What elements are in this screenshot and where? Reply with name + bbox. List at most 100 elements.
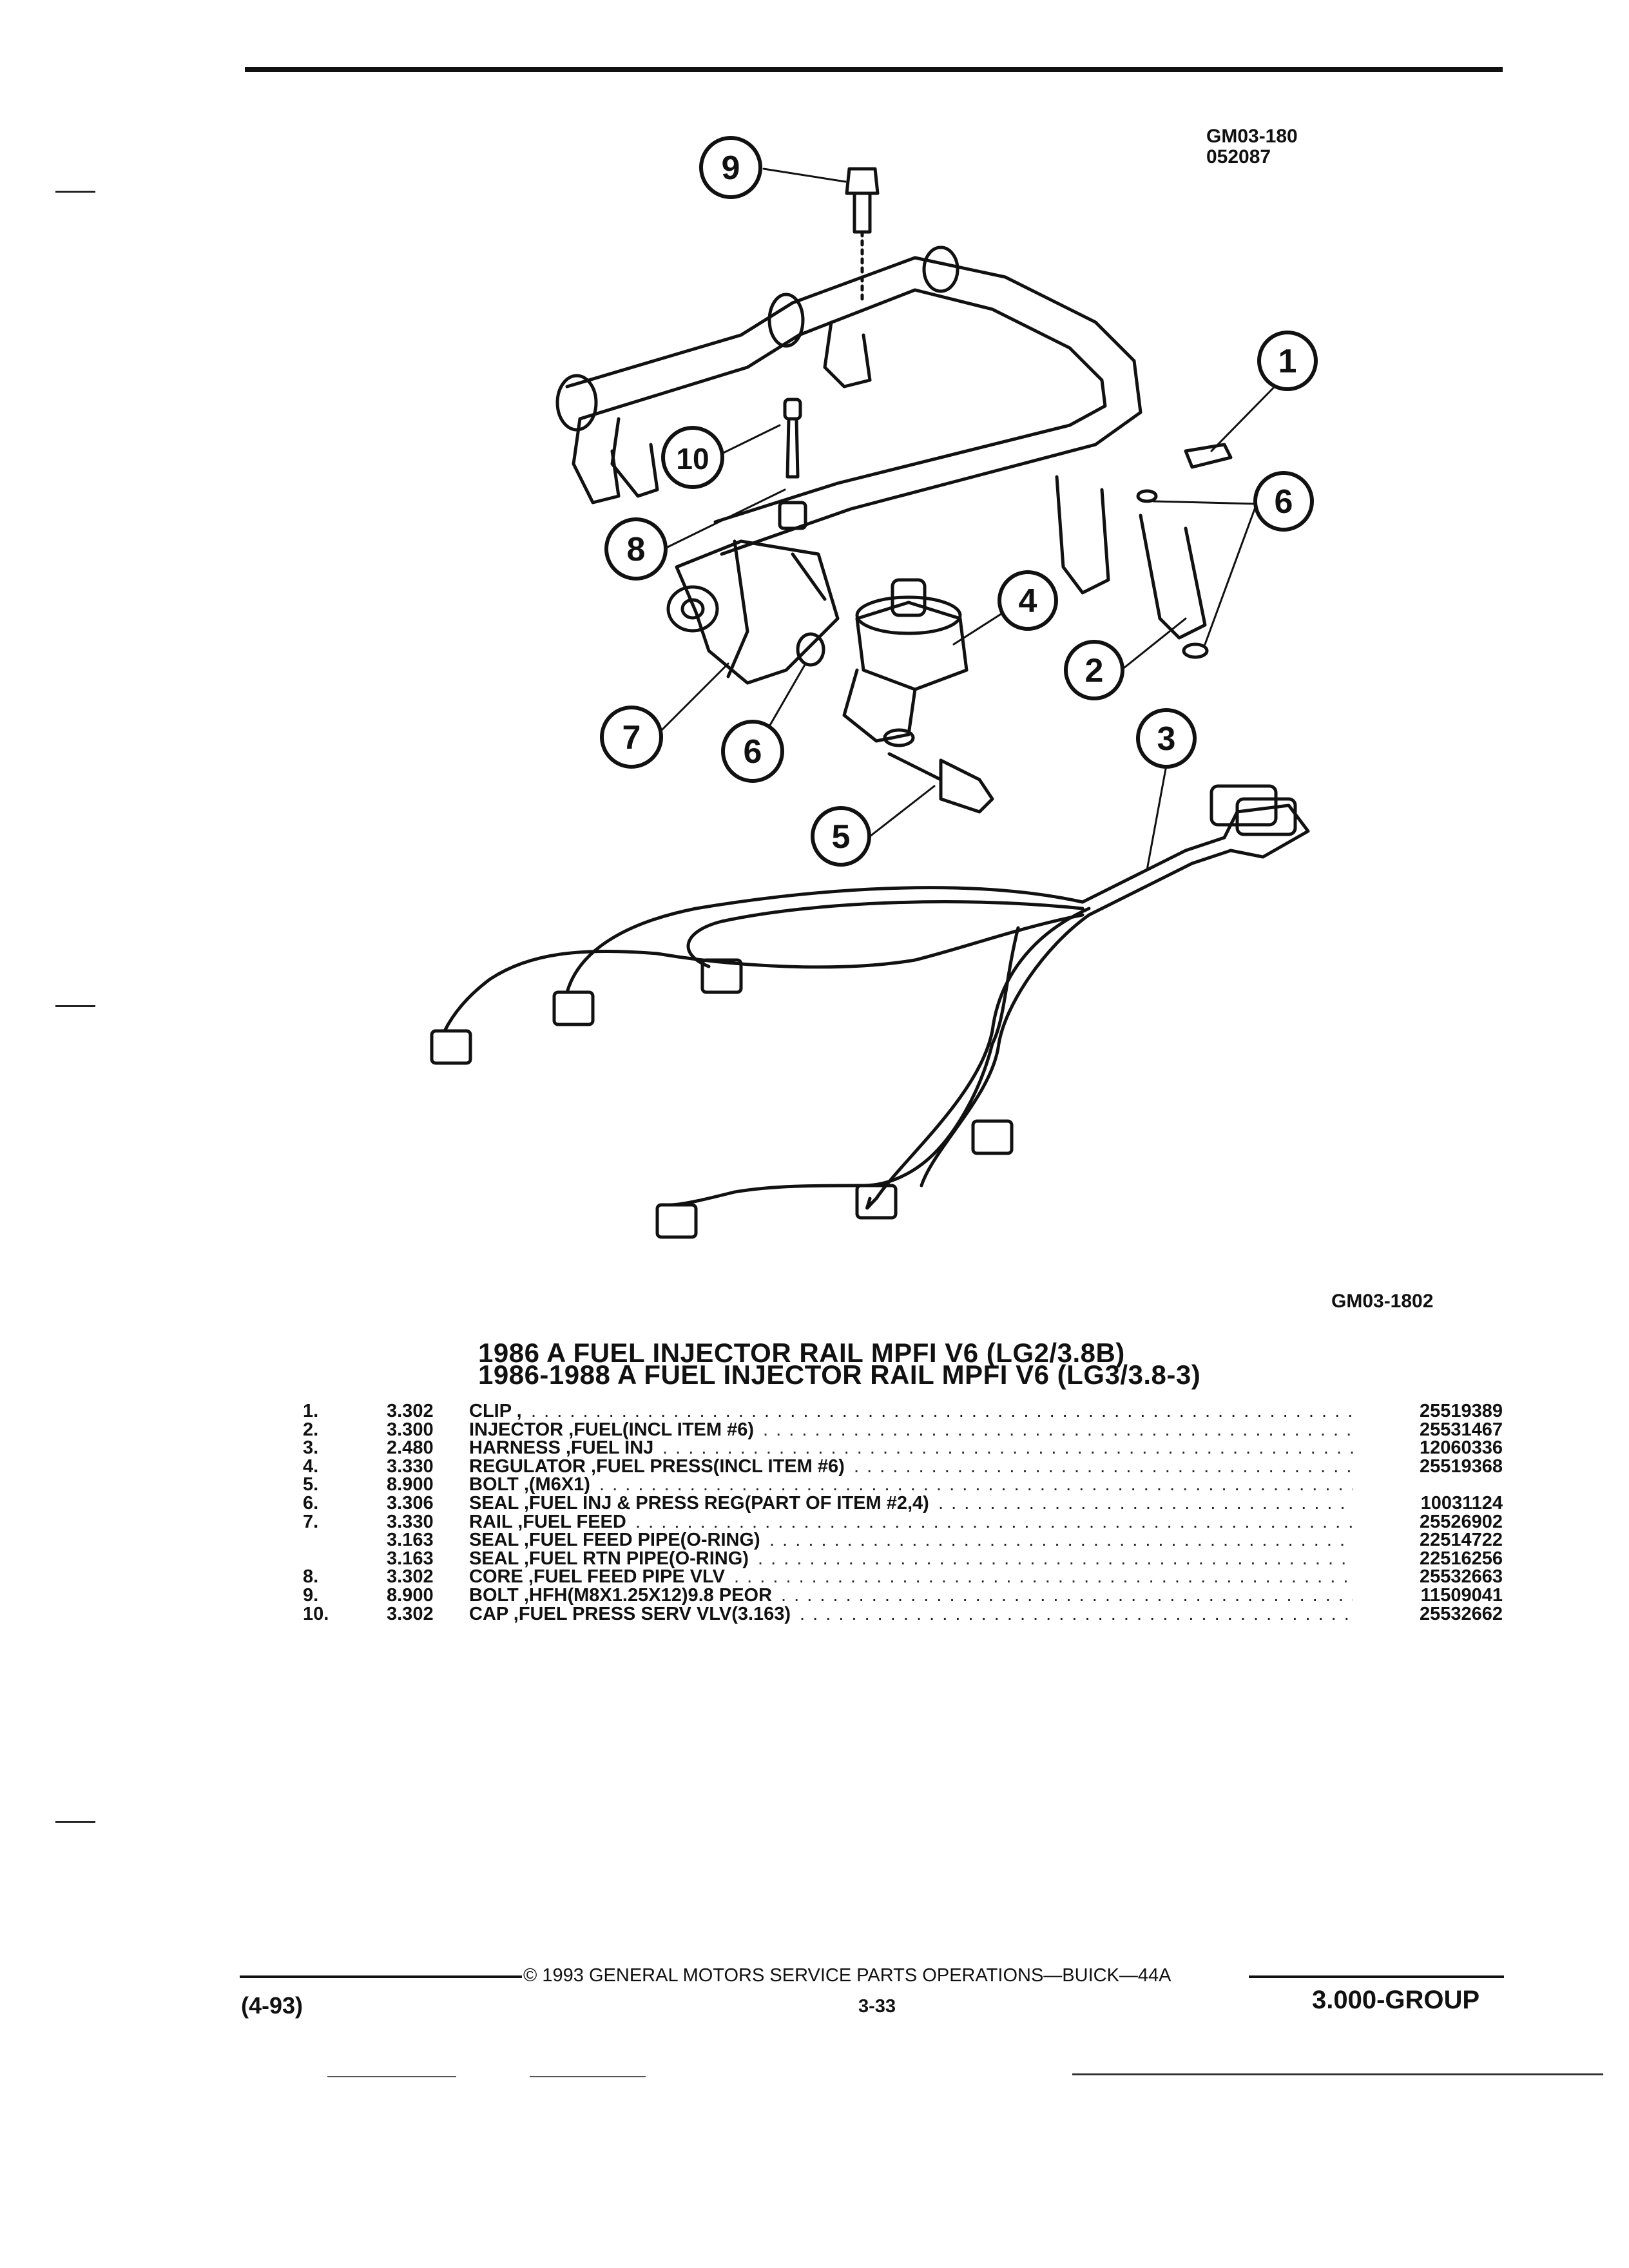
- callout-2: 2: [1064, 640, 1124, 700]
- fuel-rail: [555, 245, 1142, 685]
- part-number: 22516256: [1419, 1548, 1503, 1569]
- callout-6-bottom: 6: [721, 720, 784, 783]
- leader-dots: . . . . . . . . . . . . . . . . . . . . …: [769, 1530, 1353, 1551]
- schrader-valve: [778, 398, 807, 530]
- svg-text:9: 9: [722, 149, 740, 187]
- part-description: CLIP ,: [469, 1401, 522, 1421]
- leader-dots: . . . . . . . . . . . . . . . . . . . . …: [781, 1585, 1353, 1606]
- part-description: HARNESS ,FUEL INJ: [469, 1437, 654, 1459]
- callout-10: 10: [661, 426, 724, 489]
- parts-list-row: 7. 3.330 RAIL ,FUEL FEED . . . . . . . . . …: [0, 1512, 1629, 1533]
- part-description: RAIL ,FUEL FEED: [469, 1511, 626, 1532]
- part-number: 25519389: [1419, 1401, 1503, 1421]
- leader-dots: . . . . . . . . . . . . . . . . . . . . …: [635, 1511, 1353, 1532]
- parts-list-row: 3. 2.480 HARNESS ,FUEL INJ . . . . . . . . …: [0, 1437, 1629, 1459]
- injectors: [572, 320, 1209, 659]
- footer-page-number: 3-33: [858, 1996, 896, 2017]
- leader-dots: . . . . . . . . . . . . . . . . . . . . …: [800, 1603, 1353, 1624]
- group-number: 3.163: [387, 1530, 434, 1551]
- group-number: 3.302: [387, 1603, 434, 1624]
- scan-line: [1072, 2073, 1603, 2075]
- item-number: 5.: [303, 1474, 319, 1495]
- part-description: BOLT ,HFH(M8X1.25X12)9.8 PEOR: [469, 1585, 773, 1606]
- item-number: 8.: [303, 1566, 319, 1588]
- callout-5: 5: [811, 806, 871, 867]
- callout-1: 1: [1257, 331, 1318, 391]
- part-number: 10031124: [1420, 1493, 1503, 1514]
- group-number: 3.302: [387, 1401, 434, 1421]
- leader-dots: . . . . . . . . . . . . . . . . . . . . …: [599, 1474, 1353, 1495]
- pressure-regulator: [842, 578, 969, 747]
- svg-text:2: 2: [1085, 652, 1104, 689]
- part-description: SEAL ,FUEL RTN PIPE(O-RING): [469, 1548, 749, 1569]
- part-number: 22514722: [1419, 1530, 1503, 1551]
- item-number: 4.: [303, 1456, 319, 1477]
- leader-dots: . . . . . . . . . . . . . . . . . . . . …: [938, 1493, 1353, 1514]
- part-description: INJECTOR ,FUEL(INCL ITEM #6): [469, 1419, 755, 1440]
- part-number: 25519368: [1419, 1456, 1503, 1477]
- parts-list-row: 1. 3.302 CLIP , . . . . . . . . . . . . . .…: [0, 1401, 1629, 1423]
- callout-3: 3: [1136, 708, 1197, 769]
- part-description: REGULATOR ,FUEL PRESS(INCL ITEM #6): [469, 1456, 845, 1477]
- part-number: 25526902: [1419, 1511, 1503, 1532]
- item-number: 10.: [303, 1603, 329, 1624]
- callout-6-top: 6: [1253, 471, 1314, 532]
- leader-dots: . . . . . . . . . . . . . . . . . . . . …: [734, 1566, 1353, 1588]
- item-number: 6.: [303, 1493, 319, 1514]
- part-number: 25532663: [1419, 1566, 1503, 1588]
- svg-text:4: 4: [1019, 582, 1037, 620]
- footer-rule-left: [240, 1975, 522, 1978]
- leader-dots: . . . . . . . . . . . . . . . . . . . . …: [662, 1437, 1353, 1459]
- group-number: 3.330: [387, 1511, 434, 1532]
- part-description: CAP ,FUEL PRESS SERV VLV(3.163): [469, 1603, 791, 1624]
- parts-list-row: 10. 3.302 CAP ,FUEL PRESS SERV VLV(3.163).…: [0, 1604, 1629, 1626]
- leader-dots: . . . . . . . . . . . . . . . . . . . . …: [531, 1401, 1353, 1421]
- part-number: 11509041: [1420, 1585, 1503, 1606]
- diagram-figure-id: GM03-1802: [1331, 1291, 1434, 1312]
- part-description: SEAL ,FUEL FEED PIPE(O-RING): [469, 1530, 760, 1551]
- part-description: SEAL ,FUEL INJ & PRESS REG(PART OF ITEM …: [469, 1493, 929, 1514]
- margin-mark: [55, 1821, 95, 1823]
- svg-text:7: 7: [622, 719, 641, 756]
- wiring-harness: [430, 784, 1310, 1239]
- fuel-injector-rail-diagram: 9 1 6 10 8 4 2 3 7 6 5: [430, 136, 1318, 1239]
- item-number: 9.: [303, 1585, 319, 1606]
- top-rule: [245, 67, 1503, 72]
- item-number: 2.: [303, 1419, 319, 1440]
- parts-list-title-2: 1986-1988 A FUEL INJECTOR RAIL MPFI V6 (…: [478, 1360, 1201, 1390]
- group-number: 8.900: [387, 1585, 434, 1606]
- scan-line: [327, 2076, 456, 2077]
- item-number: 3.: [303, 1437, 319, 1459]
- parts-list-row: 3.163 SEAL ,FUEL FEED PIPE(O-RING) . . . .…: [0, 1530, 1629, 1552]
- svg-text:3: 3: [1157, 720, 1176, 758]
- item-number: 7.: [303, 1511, 319, 1532]
- figure-date: 052087: [1206, 146, 1271, 168]
- parts-list-row: 9. 8.900 BOLT ,HFH(M8X1.25X12)9.8 PEOR . . …: [0, 1585, 1629, 1607]
- footer-rule-right: [1249, 1975, 1504, 1978]
- callout-9: 9: [699, 136, 762, 199]
- svg-text:1: 1: [1278, 343, 1297, 380]
- bolt-5: [887, 752, 994, 814]
- leader-dots: . . . . . . . . . . . . . . . . . . . . …: [763, 1419, 1353, 1440]
- footer-date-code: (4-93): [241, 1992, 304, 2019]
- part-description: BOLT ,(M6X1): [469, 1474, 590, 1495]
- group-number: 8.900: [387, 1474, 434, 1495]
- seal-6-regulator: [796, 632, 825, 667]
- svg-text:10: 10: [676, 442, 709, 476]
- leader-dots: . . . . . . . . . . . . . . . . . . . . …: [854, 1456, 1353, 1477]
- svg-text:8: 8: [627, 531, 646, 568]
- item-number: 1.: [303, 1401, 319, 1421]
- callout-7: 7: [600, 706, 663, 769]
- margin-mark: [55, 1005, 95, 1007]
- group-number: 2.480: [387, 1437, 434, 1459]
- figure-code-header: GM03-180 052087: [1206, 126, 1298, 167]
- svg-text:6: 6: [1275, 483, 1293, 521]
- scan-line: [530, 2076, 646, 2077]
- callout-4: 4: [998, 570, 1058, 631]
- clip-1: [1184, 443, 1233, 469]
- part-number: 12060336: [1419, 1437, 1503, 1459]
